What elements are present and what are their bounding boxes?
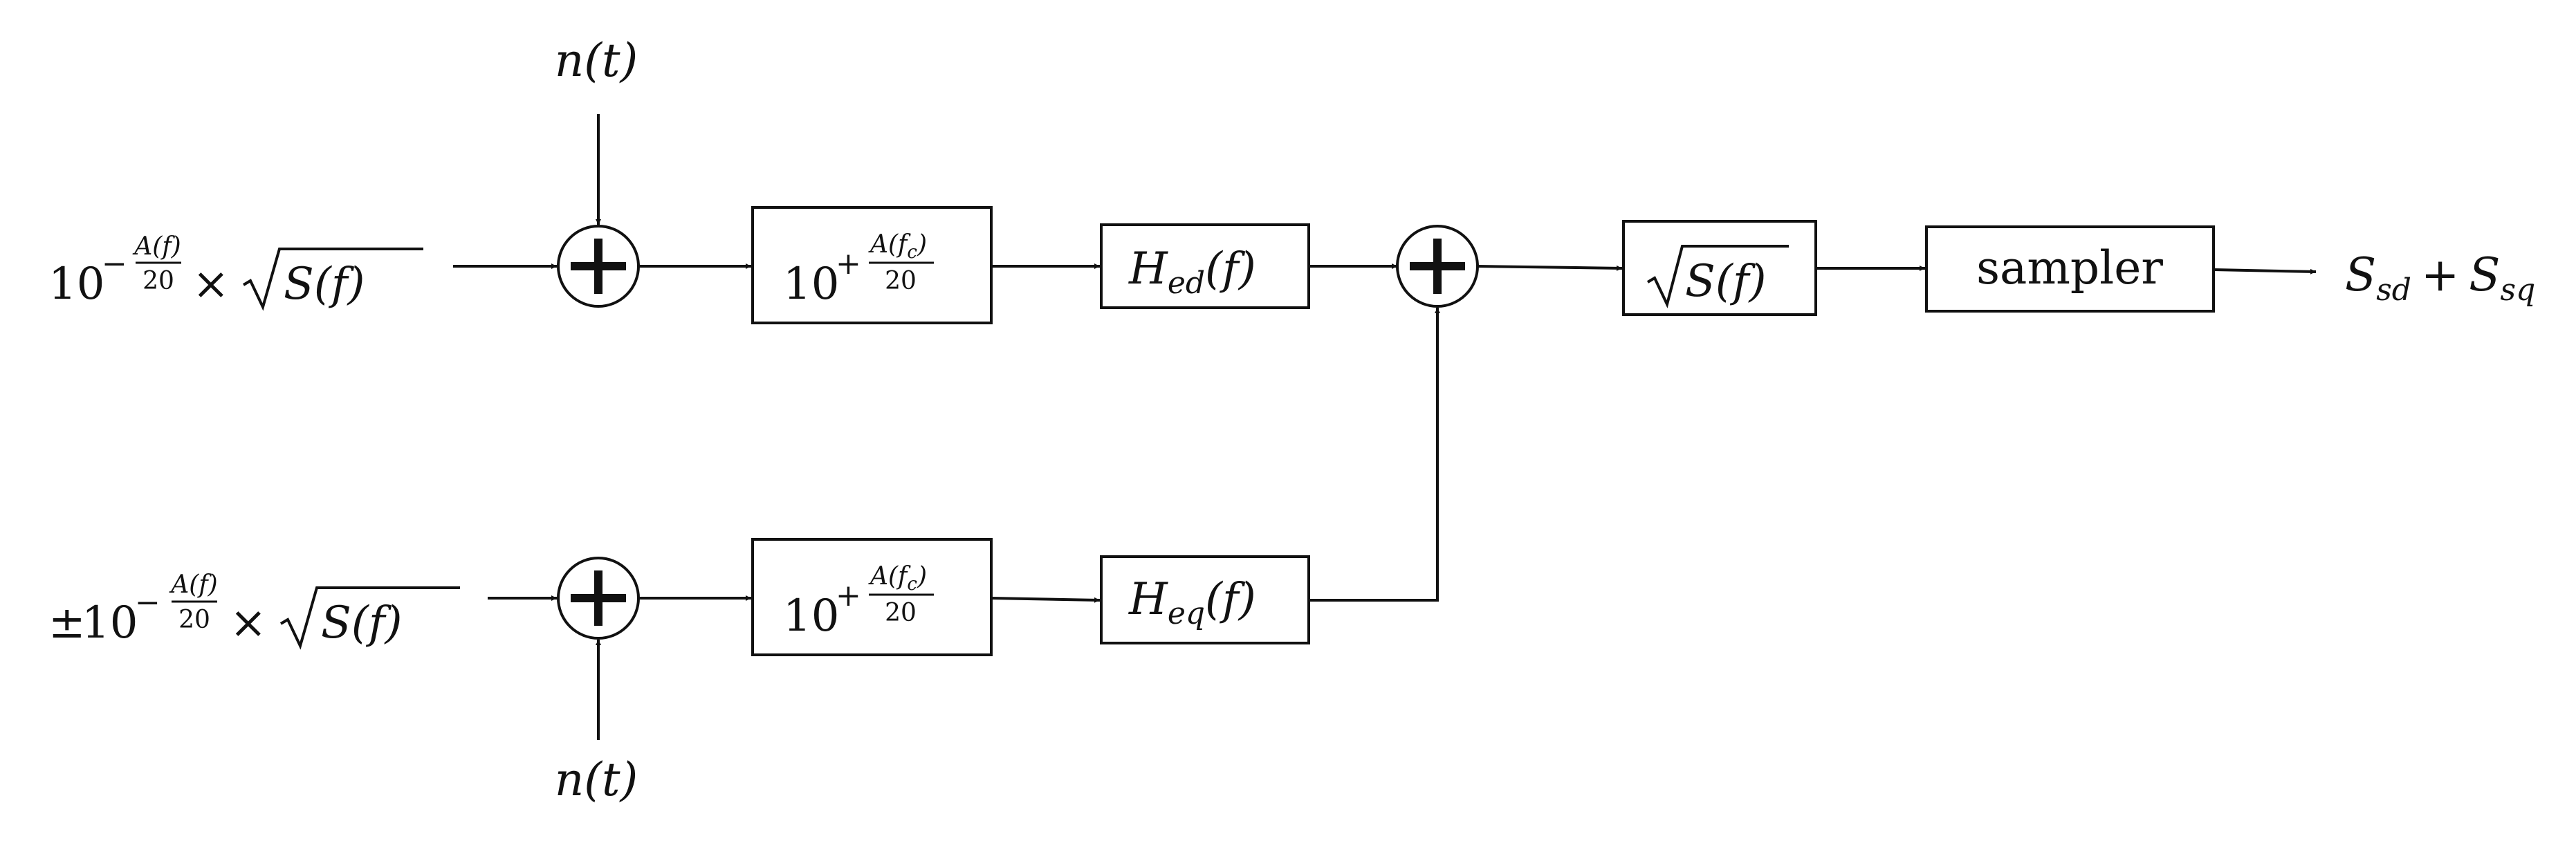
top-gain-base: 10 [783, 259, 839, 310]
top-input-times: × [192, 259, 230, 310]
bottom-input-times: × [230, 597, 267, 649]
sqrt-block: S(f) [1622, 220, 1817, 316]
sqrt-block-radical [1646, 245, 1789, 308]
bottom-gain-base: 10 [783, 591, 839, 642]
top-gain-exp-sign: + [836, 246, 861, 281]
bottom-gain-block: 10 + A(fc) 20 [751, 538, 993, 656]
top-input-sqrt-sign [242, 248, 423, 311]
sampler-block: sampler [1925, 225, 2215, 313]
top-input-expression: 10 − A(f) 20 × S(f) [48, 232, 423, 311]
top-input-exp-numerator: A(f) [132, 232, 181, 261]
bottom-gain-exp-numerator: A(fc) [868, 562, 927, 595]
filter-eq-to-sum-wire [1309, 308, 1440, 602]
filter-eq-block: Heq(f) [1100, 555, 1310, 644]
filter-eq-label: Heq(f) [1128, 574, 1256, 631]
filter-ed-label: Hed(f) [1128, 243, 1256, 301]
bottom-noise-label: n(t) [555, 753, 638, 806]
bottom-summing-junction [557, 557, 640, 640]
bottom-input-sqrt-arg: S(f) [321, 597, 402, 649]
top-input-exp-sign: − [102, 246, 127, 281]
bottom-input-exp-numerator: A(f) [169, 570, 217, 599]
bottom-input-exp-denominator: 20 [178, 606, 210, 634]
bottom-input-sqrt-sign [279, 586, 460, 650]
sqrt-block-arg: S(f) [1685, 256, 1766, 307]
bottom-gain-exp-denominator: 20 [885, 599, 917, 627]
top-input-sqrt-arg: S(f) [284, 259, 365, 310]
top-gain-exp-numerator: A(fc) [868, 230, 927, 263]
top-input-exp-denominator: 20 [142, 267, 174, 295]
bottom-input-prefix: ± [48, 597, 86, 649]
bottom-input-exp-sign: − [135, 585, 160, 620]
output-label: Ssd+Ssq [2345, 248, 2535, 308]
main-summing-junction [1396, 225, 1479, 308]
top-input-base: 10 [48, 259, 104, 310]
bottom-gain-to-filter-arrow [991, 597, 1101, 603]
sampler-output-arrow [2213, 268, 2317, 275]
filter-ed-block: Hed(f) [1100, 223, 1310, 309]
bottom-input-base: 10 [82, 597, 138, 649]
top-noise-label: n(t) [555, 34, 638, 87]
top-gain-exp-denominator: 20 [885, 267, 917, 295]
bottom-gain-exp-sign: + [836, 578, 861, 613]
sum-to-sqrt-arrow [1477, 265, 1623, 271]
sampler-label: sampler [1976, 241, 2163, 295]
bottom-input-expression: ± 10 − A(f) 20 × S(f) [48, 570, 460, 650]
top-summing-junction [557, 225, 640, 308]
top-gain-block: 10 + A(fc) 20 [751, 206, 993, 324]
